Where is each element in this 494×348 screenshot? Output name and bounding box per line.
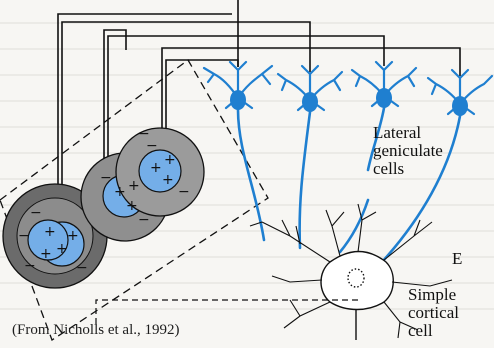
plus-sign: + — [40, 246, 52, 262]
plus-sign: + — [67, 228, 79, 244]
label-line: geniculate — [373, 142, 443, 160]
label-line: Simple — [408, 286, 459, 304]
minus-sign: − — [30, 205, 42, 221]
plus-sign: + — [44, 224, 56, 240]
minus-sign: − — [138, 126, 150, 142]
label-line: cells — [373, 160, 443, 178]
minus-sign: − — [24, 258, 36, 274]
minus-sign: − — [18, 228, 30, 244]
minus-sign: − — [100, 170, 112, 186]
lgn-neuron-1 — [204, 62, 272, 240]
dashed-output-line — [96, 300, 360, 324]
minus-sign: − — [76, 260, 88, 276]
lgn-neuron-2 — [278, 66, 342, 248]
plus-sign: + — [162, 172, 174, 188]
cell-soma — [321, 252, 393, 310]
minus-sign: − — [138, 212, 150, 228]
lateral-geniculate-label: Lateral geniculate cells — [373, 124, 443, 178]
minus-sign: − — [178, 184, 190, 200]
plus-sign: + — [56, 241, 68, 257]
plus-sign: + — [114, 184, 126, 200]
plus-sign: + — [128, 178, 140, 194]
e-label: E — [452, 250, 462, 268]
plus-sign: + — [150, 160, 162, 176]
plus-sign: + — [164, 152, 176, 168]
source-citation: (From Nicholls et al., 1992) — [12, 323, 179, 339]
plus-sign: + — [126, 198, 138, 214]
label-line: cell — [408, 322, 459, 340]
label-line: cortical — [408, 304, 459, 322]
simple-cortical-cell-label: Simple cortical cell — [408, 286, 459, 340]
label-line: Lateral — [373, 124, 443, 142]
